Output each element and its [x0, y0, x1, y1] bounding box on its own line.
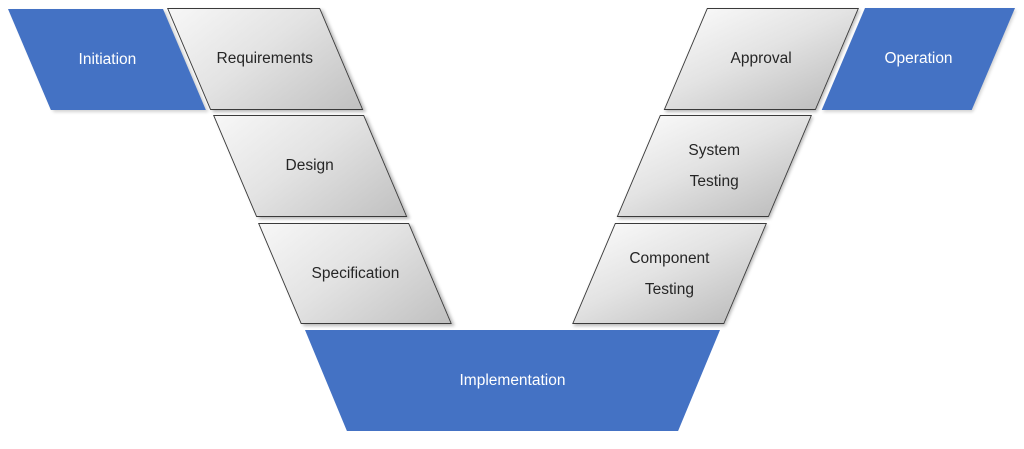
stage-design: Design	[213, 115, 408, 217]
stage-implementation-label: Implementation	[459, 371, 566, 389]
stage-system-testing-line1: System	[688, 142, 741, 159]
stage-component-testing-line2: Testing	[644, 280, 695, 298]
stage-design-label: Design	[286, 157, 335, 175]
stage-specification: Specification	[258, 223, 452, 324]
stage-initiation-label: Initiation	[78, 50, 136, 68]
stage-requirements-label: Requirements	[216, 50, 314, 68]
stage-component-testing-line1: Component	[629, 249, 710, 267]
stage-implementation: Implementation	[305, 330, 720, 431]
stage-operation-label: Operation	[884, 50, 953, 68]
stage-specification-label: Specification	[310, 264, 399, 282]
stage-system-testing-line2: Testing	[689, 173, 739, 190]
stage-approval-label: Approval	[730, 50, 792, 68]
